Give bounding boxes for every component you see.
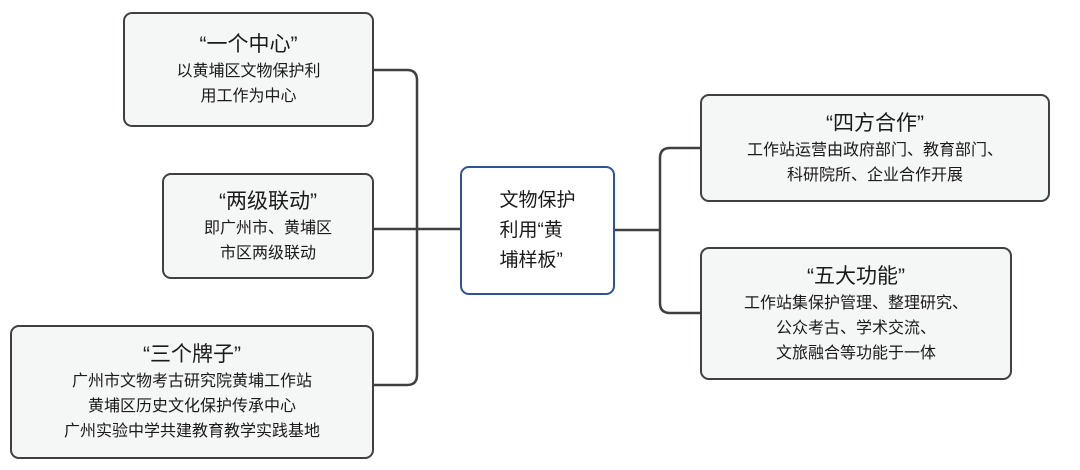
right-spine-connector	[658, 146, 700, 315]
node-four-party-cooperation: “四方合作” 工作站运营由政府部门、教育部门、 科研院所、企业合作开展	[700, 94, 1050, 202]
node-four-party-cooperation-body: 工作站运营由政府部门、教育部门、 科研院所、企业合作开展	[746, 141, 1003, 184]
node-one-center-title: “一个中心”	[199, 33, 298, 56]
node-two-level-linkage: “两级联动” 即广州市、黄埔区 市区两级联动	[162, 173, 374, 279]
left-spine-connector	[374, 68, 419, 387]
node-center-huangpu-model: 文物保护 利用“黄 埔样板”	[460, 166, 615, 295]
node-five-functions-title: “五大功能”	[807, 264, 905, 288]
node-five-functions-body: 工作站集保护管理、整理研究、 公众考古、学术交流、 文旅融合等功能于一体	[743, 294, 968, 362]
node-one-center-body: 以黄埔区文物保护利 用工作为中心	[176, 63, 321, 105]
node-two-level-linkage-title: “两级联动”	[219, 189, 317, 213]
node-four-party-cooperation-title: “四方合作”	[826, 111, 924, 135]
node-three-plaques: “三个牌子” 广州市文物考古研究院黄埔工作站 黄埔区历史文化保护传承中心 广州实…	[10, 325, 374, 459]
node-five-functions: “五大功能” 工作站集保护管理、整理研究、 公众考古、学术交流、 文旅融合等功能…	[700, 247, 1012, 380]
node-three-plaques-title: “三个牌子”	[143, 343, 241, 366]
node-three-plaques-body: 广州市文物考古研究院黄埔工作站 黄埔区历史文化保护传承中心 广州实验中学共建教育…	[63, 373, 320, 440]
node-two-level-linkage-body: 即广州市、黄埔区 市区两级联动	[203, 219, 332, 262]
node-center-huangpu-model-text: 文物保护 利用“黄 埔样板”	[499, 189, 576, 271]
node-one-center: “一个中心” 以黄埔区文物保护利 用工作为中心	[123, 12, 374, 127]
